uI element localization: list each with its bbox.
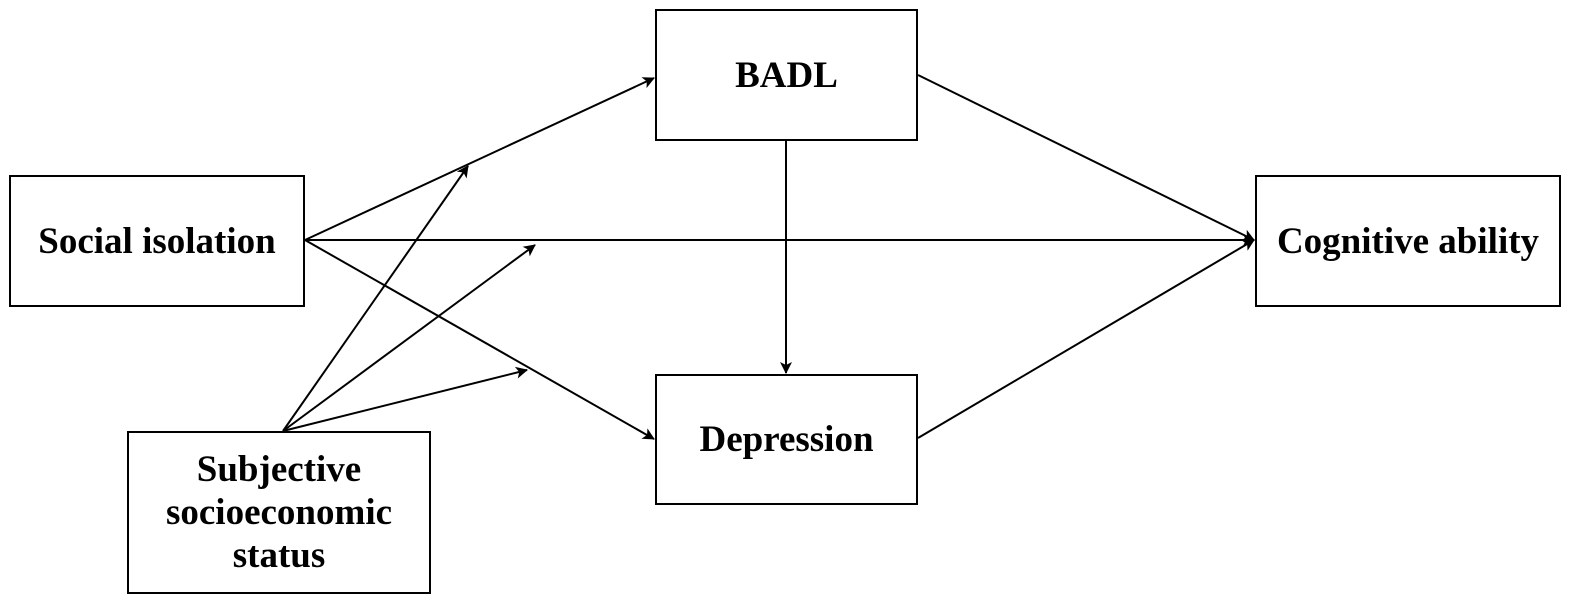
moderation-arrow-to-depression-path bbox=[282, 366, 528, 432]
arrow-depression-to-cognitive-ability bbox=[917, 239, 1255, 439]
moderation-arrow-to-badl-path bbox=[282, 165, 469, 432]
moderation-arrow-to-direct-path bbox=[282, 244, 536, 432]
subjective-ses-label-line-3: status bbox=[232, 535, 326, 576]
subjective-ses-node: Subjective socioeconomic status bbox=[127, 431, 431, 594]
subjective-ses-label-line-1: Subjective bbox=[196, 449, 362, 490]
cognitive-ability-node: Cognitive ability bbox=[1255, 175, 1561, 307]
arrow-social-isolation-to-depression bbox=[304, 239, 655, 440]
arrow-social-isolation-to-badl bbox=[304, 77, 655, 241]
badl-label: BADL bbox=[735, 54, 838, 96]
depression-node: Depression bbox=[655, 374, 918, 505]
social-isolation-label: Social isolation bbox=[38, 220, 276, 262]
social-isolation-node: Social isolation bbox=[9, 175, 305, 307]
badl-node: BADL bbox=[655, 9, 918, 141]
arrow-badl-to-cognitive-ability bbox=[917, 74, 1255, 241]
depression-label: Depression bbox=[699, 419, 874, 460]
cognitive-ability-label: Cognitive ability bbox=[1276, 220, 1540, 262]
subjective-ses-label-line-2: socioeconomic bbox=[165, 492, 393, 533]
